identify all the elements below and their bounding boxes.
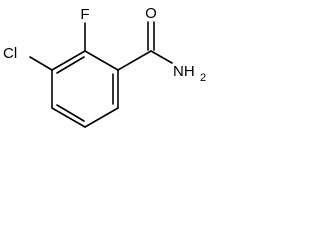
amide-h2-subscript: 2 — [200, 72, 206, 84]
fluorine-label: F — [80, 6, 89, 23]
ring-bond-c4-c5 — [51, 107, 86, 128]
bond-c-n — [150, 50, 173, 64]
amide-nh-label: NH — [173, 63, 195, 80]
ring-double-bond-inner — [56, 56, 85, 74]
chemical-structure: F Cl O NH 2 — [3, 5, 206, 128]
ring-bond-c2-c3 — [51, 50, 86, 71]
oxygen-label: O — [145, 5, 157, 22]
chlorine-label: Cl — [3, 45, 17, 62]
ring-bond-c1-c2 — [84, 50, 119, 71]
bond-ring-carbonyl — [117, 50, 152, 71]
bond-c-cl — [29, 56, 53, 71]
ring-bond-c5-c6 — [84, 107, 119, 128]
ring-double-bond-inner — [56, 104, 85, 122]
